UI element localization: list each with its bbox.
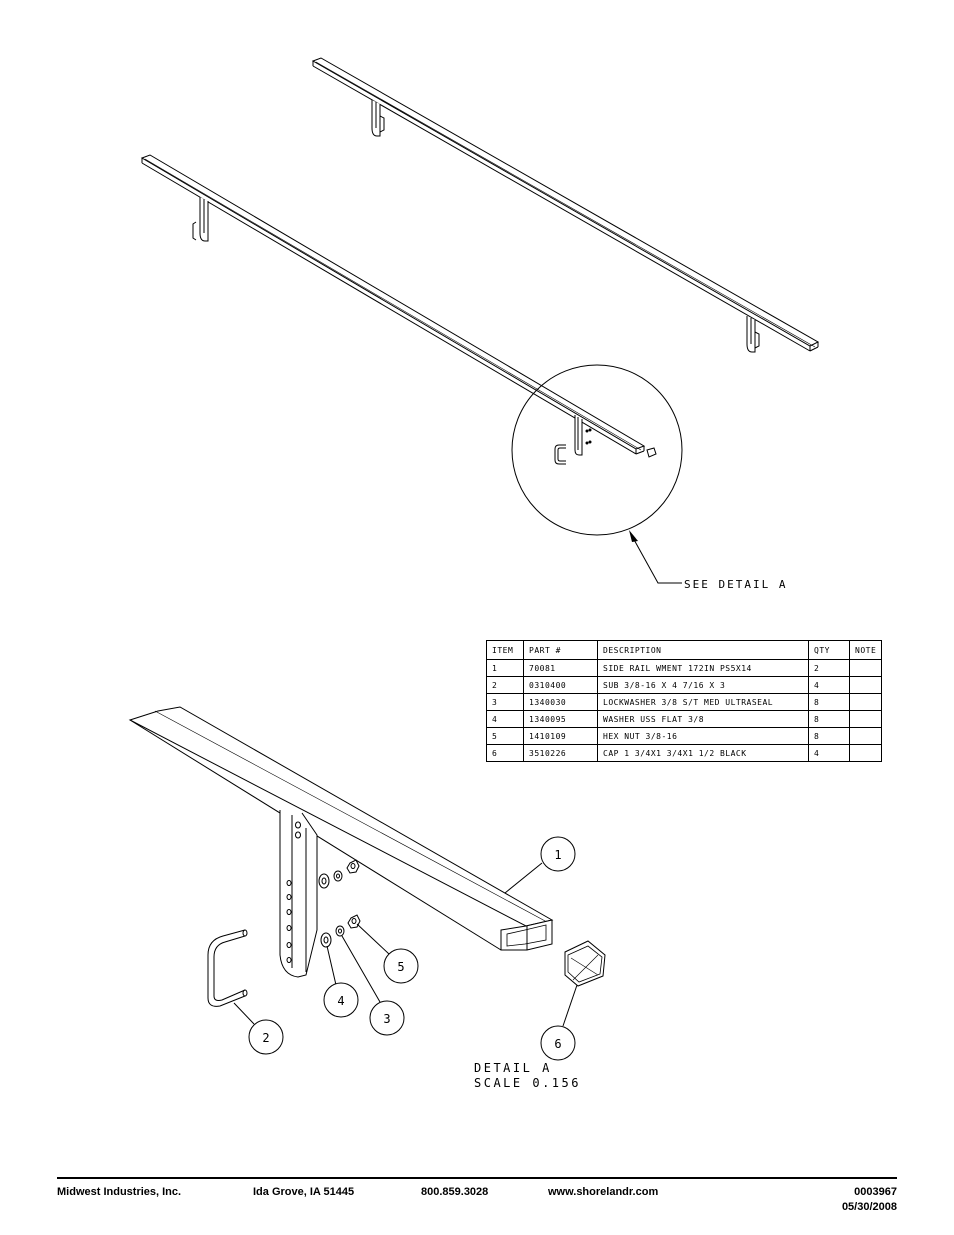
lockwasher-lower — [335, 925, 345, 937]
detail-leader — [629, 530, 682, 584]
footer-website[interactable]: www.shorelandr.com — [548, 1186, 659, 1198]
bom-item: 1 — [486, 659, 524, 677]
upper-rail-bracket-left — [371, 100, 385, 137]
balloon-4-label: 4 — [337, 994, 344, 1008]
lockwasher-upper — [333, 870, 343, 882]
bom-part-number: 1340095 — [523, 710, 598, 728]
balloon-5-label: 5 — [397, 960, 404, 974]
footer-location: Ida Grove, IA 51445 — [253, 1186, 355, 1198]
end-cap-small — [646, 447, 657, 458]
bom-row: 6 3510226 CAP 1 3/4X1 3/4X1 1/2 BLACK 4 — [486, 744, 883, 762]
footer-company: Midwest Industries, Inc. — [57, 1186, 182, 1198]
bom-item: 5 — [486, 727, 524, 745]
balloon-1: 1 — [504, 836, 576, 894]
flat-washer-lower — [320, 932, 332, 948]
upper-rail-bracket-right — [746, 316, 760, 353]
bom-item: 4 — [486, 710, 524, 728]
flat-washer-upper — [318, 873, 330, 889]
bom-note — [848, 676, 883, 694]
bom-qty: 8 — [808, 727, 850, 745]
balloon-3-label: 3 — [383, 1012, 390, 1026]
bom-note — [848, 727, 883, 745]
bom-part-number: 3510226 — [523, 744, 598, 762]
balloon-4: 4 — [323, 945, 359, 1018]
bom-header-item: ITEM — [486, 640, 524, 660]
bom-description: SUB 3/8-16 X 4 7/16 X 3 — [597, 676, 809, 694]
bom-description: CAP 1 3/4X1 3/4X1 1/2 BLACK — [597, 744, 809, 762]
see-detail-label: SEE DETAIL A — [684, 578, 787, 591]
hex-nut-lower — [347, 914, 361, 929]
bom-qty: 8 — [808, 710, 850, 728]
bom-qty: 8 — [808, 693, 850, 711]
bom-row: 5 1410109 HEX NUT 3/8-16 8 — [486, 727, 883, 745]
detail-title: DETAIL A — [474, 1061, 552, 1075]
footer-divider — [57, 1177, 897, 1179]
balloon-1-label: 1 — [554, 848, 561, 862]
bom-header-row: ITEM PART # DESCRIPTION QTY NOTE — [486, 640, 883, 660]
bom-row: 3 1340030 LOCKWASHER 3/8 S/T MED ULTRASE… — [486, 693, 883, 711]
bom-part-number: 70081 — [523, 659, 598, 677]
lower-rail-bracket-left — [192, 197, 209, 242]
bom-row: 2 0310400 SUB 3/8-16 X 4 7/16 X 3 4 — [486, 676, 883, 694]
lower-rail-bracket-right — [574, 415, 592, 456]
balloon-2-label: 2 — [262, 1031, 269, 1045]
detail-a-hardware — [318, 859, 361, 948]
balloon-5: 5 — [356, 923, 419, 984]
balloon-2: 2 — [233, 1002, 284, 1055]
bom-qty: 2 — [808, 659, 850, 677]
footer-doc-number: 0003967 — [854, 1186, 897, 1198]
bom-description: HEX NUT 3/8-16 — [597, 727, 809, 745]
bom-item: 6 — [486, 744, 524, 762]
bom-header-part: PART # — [523, 640, 598, 660]
detail-a-end-cap — [564, 940, 606, 987]
bom-header-qty: QTY — [808, 640, 850, 660]
upper-side-rail — [311, 57, 820, 353]
bom-note — [848, 710, 883, 728]
bom-description: SIDE RAIL WMENT 172IN PS5X14 — [597, 659, 809, 677]
bom-part-number: 0310400 — [523, 676, 598, 694]
bom-row: 1 70081 SIDE RAIL WMENT 172IN PS5X14 2 — [486, 659, 883, 677]
detail-a-bracket — [279, 810, 318, 978]
bom-header-description: DESCRIPTION — [597, 640, 809, 660]
u-bolt-small — [554, 444, 566, 465]
bom-row: 4 1340095 WASHER USS FLAT 3/8 8 — [486, 710, 883, 728]
bom-description: WASHER USS FLAT 3/8 — [597, 710, 809, 728]
balloon-6: 6 — [540, 984, 578, 1061]
detail-scale: SCALE 0.156 — [474, 1076, 581, 1090]
bom-note — [848, 659, 883, 677]
bom-part-number: 1410109 — [523, 727, 598, 745]
balloon-6-label: 6 — [554, 1037, 561, 1051]
detail-circle — [511, 364, 683, 536]
hex-nut-upper — [346, 859, 360, 874]
bill-of-materials-table: ITEM PART # DESCRIPTION QTY NOTE 1 70081… — [486, 640, 883, 762]
bom-description: LOCKWASHER 3/8 S/T MED ULTRASEAL — [597, 693, 809, 711]
footer-date: 05/30/2008 — [841, 1201, 897, 1213]
bom-item: 3 — [486, 693, 524, 711]
bom-qty: 4 — [808, 744, 850, 762]
bom-note — [848, 693, 883, 711]
bom-part-number: 1340030 — [523, 693, 598, 711]
detail-a-u-bolt — [207, 929, 248, 1007]
balloon-3: 3 — [341, 935, 405, 1036]
bom-qty: 4 — [808, 676, 850, 694]
detail-a-rail — [128, 706, 554, 951]
bom-note — [848, 744, 883, 762]
bom-item: 2 — [486, 676, 524, 694]
lower-side-rail — [140, 154, 657, 465]
footer-phone: 800.859.3028 — [421, 1186, 489, 1198]
bom-header-note: NOTE — [848, 640, 883, 660]
